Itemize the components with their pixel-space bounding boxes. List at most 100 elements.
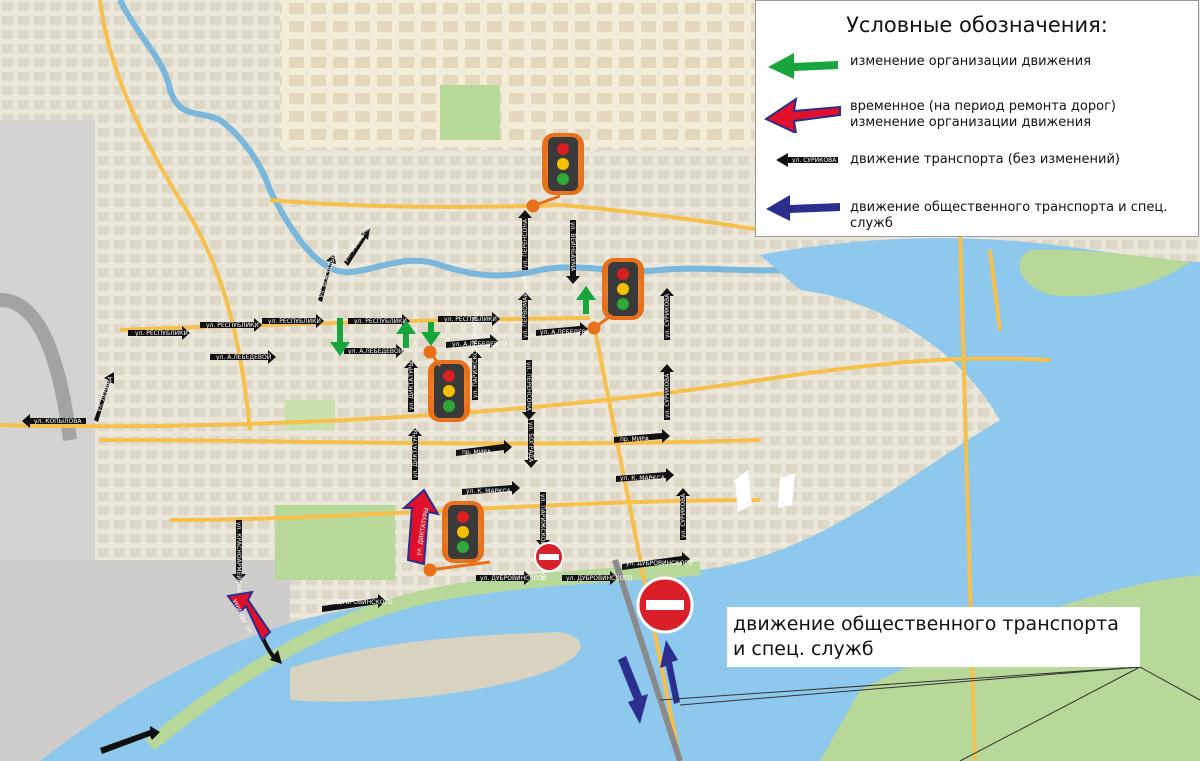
arrow-dubrovinskogo-4: ул. ДУБРОВИНСКОГО xyxy=(622,552,693,570)
svg-text:ул. К. МАРКСА: ул. К. МАРКСА xyxy=(466,488,512,495)
svg-text:ул. СУРИКОВА: ул. СУРИКОВА xyxy=(664,373,671,418)
green-arrows xyxy=(330,286,596,356)
svg-text:ул. ПЕРЕНСОНА: ул. ПЕРЕНСОНА xyxy=(525,362,532,412)
svg-text:ул. РЕСПУБЛИКИ: ул. РЕСПУБЛИКИ xyxy=(354,318,407,325)
arrow-dubrovinskogo-3: ул. ДУБРОВИНСКОГО xyxy=(562,571,633,585)
arrow-marksa-1: ул. К. МАРКСА xyxy=(462,481,520,495)
arrow-lebedevoy-4: ул. А.ЛЕБЕДЕВОЙ xyxy=(536,322,595,336)
arrow-lebedevoy-1: ул. А.ЛЕБЕДЕВОЙ xyxy=(210,350,276,364)
legend-text-normal: движение транспорта (без изменений) xyxy=(850,152,1120,167)
legend-text-change: изменение организации движения xyxy=(850,54,1092,69)
legend-item-change: изменение организации движения xyxy=(764,49,1192,79)
traffic-light-dubrovinskogo xyxy=(442,501,484,563)
svg-text:ул. ПАРИЖСКОЙ КОММУНЫ: ул. ПАРИЖСКОЙ КОММУНЫ xyxy=(539,494,546,581)
svg-text:ул. СУРИКОВА: ул. СУРИКОВА xyxy=(680,493,687,538)
callout-text: движение общественного транспорта и спец… xyxy=(733,613,1119,660)
arrow-surikova-2: ул. СУРИКОВА xyxy=(660,364,674,420)
arrow-surikova-3: ул. СУРИКОВА xyxy=(676,488,690,540)
arrow-parizhskoy-1: ул. ПАРИЖСКОЙ КОММУНЫ xyxy=(468,311,482,400)
island-east xyxy=(1019,249,1190,297)
svg-text:пр. МИРА: пр. МИРА xyxy=(620,436,650,443)
arrow-mira-1: пр. МИРА xyxy=(456,440,512,456)
arrow-veynbauma: ул. ВЕЙНБАУМА xyxy=(566,220,580,284)
svg-text:ул. А.ЛЕБЕДЕВОЙ: ул. А.ЛЕБЕДЕВОЙ xyxy=(452,341,507,348)
arrow-diktatury-1: ул. ДИКТАТУРЫ xyxy=(408,428,422,480)
arrow-respubliki-5: ул. РЕСПУБЛИКИ xyxy=(438,312,500,326)
arrow-respubliki-3: ул. РЕСПУБЛИКИ xyxy=(262,314,324,328)
green-arrow-lebedevoy xyxy=(421,322,441,346)
svg-text:ул. ДИКТАТУРЫ: ул. ДИКТАТУРЫ xyxy=(408,361,415,410)
svg-text:ул. СУРИКОВА: ул. СУРИКОВА xyxy=(664,293,671,338)
building-white-1 xyxy=(735,470,752,512)
svg-text:ул. ДИКТАТУРЫ: ул. ДИКТАТУРЫ xyxy=(412,429,419,478)
svg-text:ул. ПЕРВОМАЙСКАЯ: ул. ПЕРВОМАЙСКАЯ xyxy=(522,276,529,338)
blue-arrows xyxy=(618,640,680,724)
arrow-lebedevoy-3: ул. А.ЛЕБЕДЕВОЙ xyxy=(446,334,507,348)
svg-text:ул. ПАРИЖСКОЙ КОММУНЫ: ул. ПАРИЖСКОЙ КОММУНЫ xyxy=(472,311,479,398)
blue-arrow-down xyxy=(618,656,648,724)
park-north xyxy=(440,85,500,140)
traffic-light-pointers xyxy=(423,194,613,577)
svg-text:ул. КРАСНОАРМЕЙСКАЯ: ул. КРАСНОАРМЕЙСКАЯ xyxy=(235,522,242,597)
svg-text:ул. ДУБРОВИНСКОГО: ул. ДУБРОВИНСКОГО xyxy=(566,575,633,582)
park-square xyxy=(285,400,335,430)
svg-text:ул. ДУБРОВИНСКОГО: ул. ДУБРОВИНСКОГО xyxy=(626,560,693,567)
svg-text:пр. МИРА: пр. МИРА xyxy=(462,449,492,456)
main-roads xyxy=(0,0,1051,761)
arrow-lebedevoy-2: ул. А.ЛЕБЕДЕВОЙ xyxy=(344,344,404,358)
blue-arrow-up xyxy=(660,640,680,704)
arrow-krasnoarmeyskaya: ул. КРАСНОАРМЕЙСКАЯ xyxy=(232,520,246,597)
traffic-light-lebedevoy xyxy=(428,360,470,422)
svg-text:ул. БОГРАДА: ул. БОГРАДА xyxy=(527,422,534,463)
arrow-diktatury-2: ул. ДИКТАТУРЫ xyxy=(404,360,418,412)
red-arrow-diktatury: ул. ДИКТАТУРЫ xyxy=(401,488,440,566)
railway xyxy=(0,293,77,441)
legend-item-public: движение общественного транспорта и спец… xyxy=(764,193,1192,231)
svg-text:ул. ДУБРОВИНСКОГО: ул. ДУБРОВИНСКОГО xyxy=(326,599,393,606)
arrow-respubliki-1: ул. РЕСПУБЛИКИ xyxy=(128,326,190,340)
svg-text:ул. СУРИКОВА: ул. СУРИКОВА xyxy=(792,157,837,164)
legend-item-normal: ул. СУРИКОВА движение транспорта (без из… xyxy=(764,149,1192,171)
red-arrow-icon xyxy=(764,96,841,133)
blue-arrow-icon xyxy=(766,195,840,221)
green-arrow-veynbauma xyxy=(576,286,596,314)
no-entry-sign-small xyxy=(534,542,564,572)
svg-text:ул. ДУБРОВИНСКОГО: ул. ДУБРОВИНСКОГО xyxy=(480,575,547,582)
svg-text:ул. А.ЛЕБЕДЕВОЙ: ул. А.ЛЕБЕДЕВОЙ xyxy=(348,348,403,355)
legend-item-temporary: временное (на период ремонта дорог) изме… xyxy=(764,93,1192,133)
arrow-respubliki-2: ул. РЕСПУБЛИКИ xyxy=(200,318,262,332)
tatyshev-island xyxy=(290,632,581,702)
black-arrow-icon: ул. СУРИКОВА xyxy=(776,153,838,167)
arrow-perenson-1: ул. ПЕРЕНСОНА xyxy=(518,210,532,270)
embankment xyxy=(145,561,701,751)
svg-text:ул. РЕСПУБЛИКИ: ул. РЕСПУБЛИКИ xyxy=(444,316,497,323)
communal-bridge xyxy=(612,559,683,761)
arrow-dubrovinskogo-2: ул. ДУБРОВИНСКОГО xyxy=(476,571,547,585)
public-transport-callout: движение общественного транспорта и спец… xyxy=(727,607,1140,667)
no-entry-sign-large xyxy=(636,576,694,634)
arrow-pervomayskaya: ул. ПЕРВОМАЙСКАЯ xyxy=(518,276,532,340)
arrow-dubrovinskogo-5 xyxy=(100,726,160,754)
arrow-kopylova: ул. КОПЫЛОВА xyxy=(22,414,86,428)
svg-text:ул. ПЕРЕНСОНА: ул. ПЕРЕНСОНА xyxy=(522,218,529,268)
traffic-light-veynbauma xyxy=(602,258,644,320)
arrow-bograda: ул. БОГРАДА xyxy=(524,420,538,468)
svg-text:ул. РЕСПУБЛИКИ: ул. РЕСПУБЛИКИ xyxy=(206,322,259,329)
arrow-parizhskoy-2: ул. ПАРИЖСКОЙ КОММУНЫ xyxy=(536,492,550,581)
north-district xyxy=(280,0,760,150)
callout-leaders xyxy=(659,666,1200,761)
arrow-dubrovinskogo-1: ул. ДУБРОВИНСКОГО xyxy=(322,594,393,612)
svg-text:ул. ВЕЙНБАУМА: ул. ВЕЙНБАУМА xyxy=(569,222,576,272)
arrow-respubliki-4: ул. РЕСПУБЛИКИ xyxy=(348,314,410,328)
arrow-mira-2: пр. МИРА xyxy=(614,429,670,443)
legend-panel: Условные обозначения: изменение организа… xyxy=(755,0,1199,237)
green-arrow-icon xyxy=(768,53,838,79)
arrow-perenson-2: ул. ПЕРЕНСОНА xyxy=(522,360,536,420)
arrow-marksa-2: ул. К. МАРКСА xyxy=(616,468,674,482)
legend-title: Условные обозначения: xyxy=(846,13,1108,37)
arrow-surikova-1: ул. СУРИКОВА xyxy=(660,288,674,340)
svg-text:ул. А.ЛЕБЕДЕВОЙ: ул. А.ЛЕБЕДЕВОЙ xyxy=(540,329,595,336)
legend-text-temporary: временное (на период ремонта дорог) изме… xyxy=(850,99,1116,130)
svg-text:ул. РЕСПУБЛИКИ: ул. РЕСПУБЛИКИ xyxy=(268,318,321,325)
